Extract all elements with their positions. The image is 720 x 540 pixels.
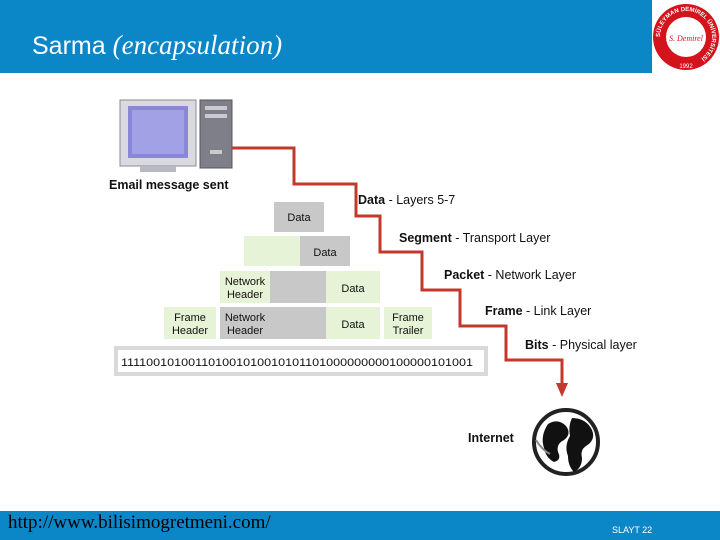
row-bits: 1111001010011010010100101011010000000001…: [114, 346, 488, 376]
box-frame-trailer-line2: Trailer: [393, 325, 424, 337]
computer-icon: [119, 99, 233, 172]
box-frame-trailer-line1: Frame: [392, 312, 424, 324]
logo-signature: S. Demirel: [669, 34, 704, 43]
layer-label-segment: Segment - Transport Layer: [399, 231, 550, 245]
box-data: Data: [341, 319, 365, 331]
box-network-header-line1: Network: [225, 312, 266, 324]
box-frame-header-line1: Frame: [174, 312, 206, 324]
box-data: Data: [341, 283, 365, 295]
logo-year: 1992: [679, 64, 693, 70]
globe-icon: [532, 408, 600, 476]
row-segment: Data: [244, 236, 350, 266]
box-network-header-line1: Network: [225, 276, 266, 288]
email-sent-label: Email message sent: [109, 178, 229, 192]
title-text: Sarma: [32, 32, 113, 60]
title-bar: [0, 0, 720, 73]
internet-label: Internet: [468, 431, 515, 445]
encapsulation-diagram: Email message sent Data - Layers 5-7 Seg…: [109, 99, 637, 476]
arrow-head-icon: [556, 383, 568, 397]
bit-stream: 1111001010011010010100101011010000000001…: [121, 357, 473, 369]
slide-title: Sarma (encapsulation): [32, 30, 282, 61]
row-data: Data: [274, 202, 324, 232]
row-packet: Network Header Data: [220, 271, 380, 303]
layer-label-bits: Bits - Physical layer: [525, 338, 637, 352]
layer-label-packet: Packet - Network Layer: [444, 268, 576, 282]
box-network-header-line2: Header: [227, 289, 263, 301]
logo-seal-icon: SÜLEYMAN DEMİREL ÜNİVERSİTESİ S. Demirel…: [653, 4, 719, 70]
website-url[interactable]: http://www.bilisimogretmeni.com/: [8, 512, 271, 533]
layer-label-frame: Frame - Link Layer: [485, 304, 591, 318]
footer-bar: [0, 511, 720, 540]
box-data: Data: [313, 247, 337, 259]
row-frame: Frame Header Network Header Data Frame T…: [164, 307, 432, 339]
slide-number: SLAYT 22: [612, 525, 653, 535]
encapsulation-arrow: [232, 146, 564, 384]
box-data: Data: [287, 212, 311, 224]
box-network-header-line2: Header: [227, 325, 263, 337]
layer-label-data: Data - Layers 5-7: [358, 193, 455, 207]
university-logo: SÜLEYMAN DEMİREL ÜNİVERSİTESİ S. Demirel…: [652, 0, 720, 73]
title-term: (encapsulation): [112, 30, 283, 60]
box-frame-header-line2: Header: [172, 325, 208, 337]
